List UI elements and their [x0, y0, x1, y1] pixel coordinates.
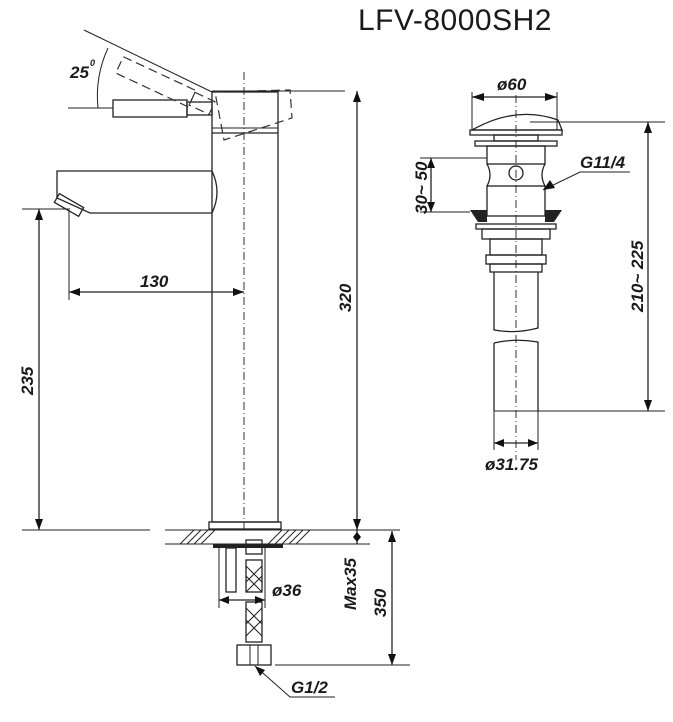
deck-hatch	[179, 529, 311, 545]
drain-drawing	[420, 92, 665, 460]
spout-height-label: 235	[18, 366, 37, 396]
faucet-drawing	[22, 29, 410, 698]
shank	[225, 547, 237, 593]
basin-thickness-label: 30~ 50	[412, 161, 431, 214]
spout-reach-label: 130	[140, 272, 169, 291]
drain-length-label: 210~ 225	[628, 240, 647, 313]
hole-diameter-label: ø36	[272, 581, 302, 600]
drain-pipe-lower	[493, 339, 539, 411]
pipe-diameter-label: ø31.75	[485, 455, 538, 474]
cap-diameter-label: ø60	[497, 75, 527, 94]
angle-label: 25	[69, 63, 89, 82]
hose-length-label: 350	[371, 588, 390, 617]
drain-cap	[469, 113, 563, 131]
total-height-label: 320	[336, 283, 355, 312]
hose-thread-label: G1/2	[291, 678, 328, 697]
faucet-body	[211, 91, 279, 523]
max-deck-label: Max35	[341, 557, 360, 610]
braided-hose	[245, 559, 263, 593]
drain-pipe-upper	[493, 272, 539, 333]
faucet-handle	[112, 99, 188, 118]
drain-thread-label: G11/4	[580, 153, 626, 172]
model-title: LFV-8000SH2	[358, 4, 552, 37]
hose-nut	[236, 644, 272, 666]
angle-degree: 0	[90, 58, 95, 68]
faucet-spout	[56, 170, 218, 214]
